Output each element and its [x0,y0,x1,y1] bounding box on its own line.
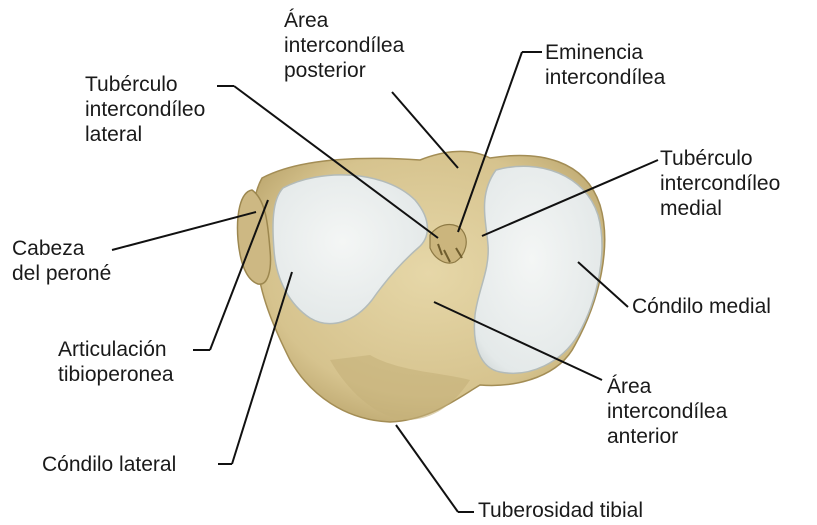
label-condilo-lateral-line1: Cóndilo lateral [42,452,176,477]
label-condilo-medial: Cóndilo medial [632,294,771,319]
leader-cabeza [112,212,256,250]
label-area-posterior: Área intercondílea posterior [284,8,404,83]
label-eminencia-line1: Eminencia [545,40,665,65]
label-eminencia: Eminencia intercondílea [545,40,665,90]
label-tub-lateral-line1: Tubérculo [85,72,205,97]
label-tub-medial-line2: intercondíleo [660,171,780,196]
label-tub-medial: Tubérculo intercondíleo medial [660,146,780,221]
label-tub-medial-line3: medial [660,196,780,221]
label-area-posterior-line3: posterior [284,58,404,83]
leader-tuberosidad-2 [396,425,458,512]
label-area-posterior-line2: intercondílea [284,33,404,58]
label-articulacion-line1: Articulación [58,337,174,362]
label-area-anterior: Área intercondílea anterior [607,374,727,449]
label-tub-medial-line1: Tubérculo [660,146,780,171]
label-cabeza-line1: Cabeza [12,236,111,261]
label-area-anterior-line3: anterior [607,424,727,449]
label-condilo-medial-line1: Cóndilo medial [632,294,771,319]
label-condilo-lateral: Cóndilo lateral [42,452,176,477]
label-tuberosidad: Tuberosidad tibial [478,498,643,523]
label-tuberosidad-line1: Tuberosidad tibial [478,498,643,523]
label-cabeza: Cabeza del peroné [12,236,111,286]
label-tub-lateral-line2: intercondíleo [85,97,205,122]
label-area-anterior-line2: intercondílea [607,399,727,424]
label-articulacion: Articulación tibioperonea [58,337,174,387]
label-cabeza-line2: del peroné [12,261,111,286]
leader-area-posterior [392,92,458,168]
label-tub-lateral: Tubérculo intercondíleo lateral [85,72,205,147]
label-eminencia-line2: intercondílea [545,65,665,90]
label-articulacion-line2: tibioperonea [58,362,174,387]
label-area-posterior-line1: Área [284,8,404,33]
leader-condilo-lateral-2 [232,272,292,464]
medial-condyle-cartilage [474,166,602,373]
label-tub-lateral-line3: lateral [85,122,205,147]
label-area-anterior-line1: Área [607,374,727,399]
